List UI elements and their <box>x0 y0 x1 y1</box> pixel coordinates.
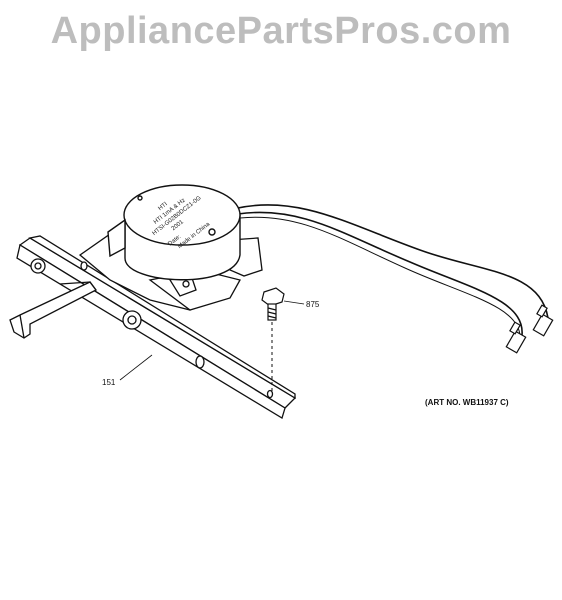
hook-arm <box>9 281 97 339</box>
callout-151: 151 <box>102 378 116 387</box>
motor <box>107 184 241 281</box>
art-number: (ART NO. WB11937 C) <box>425 398 509 407</box>
screw <box>261 287 285 321</box>
watermark: AppliancePartsPros.com <box>50 10 512 52</box>
wire-connector <box>505 304 554 354</box>
callout-875: 875 <box>306 300 320 309</box>
wire-harness <box>237 204 549 338</box>
callout-leader-151 <box>119 354 153 381</box>
callout-leader-875 <box>283 300 305 305</box>
svg-text:HTI: HTI <box>157 201 169 212</box>
